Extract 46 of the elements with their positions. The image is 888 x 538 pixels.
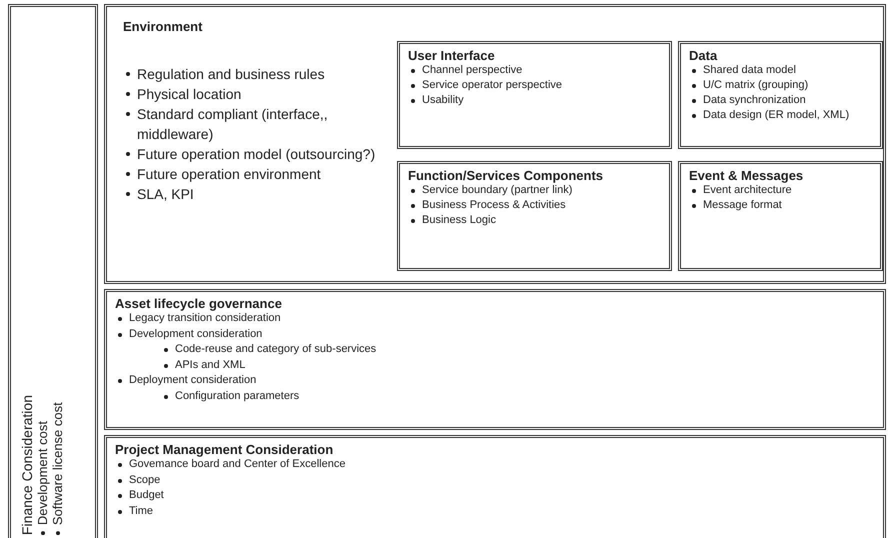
- section-heading: Function/Services Components: [408, 168, 604, 183]
- section-panel: [104, 289, 886, 430]
- bullet-item: U/C matrix (grouping): [703, 79, 808, 91]
- topic-box: [678, 41, 883, 149]
- section-heading: Finance Consideration: [19, 394, 35, 535]
- section-heading: User Interface: [408, 48, 496, 63]
- section-heading: Event & Messages: [689, 168, 804, 183]
- section-panel: [104, 435, 886, 538]
- bullet-item: Budget: [129, 489, 164, 501]
- bullet-item: Development cost: [35, 420, 50, 525]
- bullet-item: Data design (ER model, XML): [703, 109, 850, 121]
- section-panel: [8, 4, 98, 538]
- bullet-item: Govemance board and Center of Excellence: [129, 458, 346, 470]
- bullet-item: Event architecture: [703, 184, 792, 196]
- bullet-item: Software license cost: [50, 402, 65, 525]
- section-heading: Asset lifecycle governance: [115, 296, 283, 311]
- section-heading: Environment: [123, 19, 204, 34]
- bullet-item: Physical location: [137, 86, 242, 102]
- bullet-item: Message format: [703, 199, 782, 211]
- topic-box: [678, 161, 883, 271]
- topic-box: [397, 161, 672, 271]
- bullet-item: Code-reuse and category of sub-services: [175, 343, 376, 355]
- bullet-item: Scope: [129, 474, 160, 486]
- bullet-item: Time: [129, 504, 154, 516]
- section-heading: Data: [689, 48, 718, 63]
- section-panel: [104, 4, 886, 284]
- bullet-item: Data synchronization: [703, 94, 806, 106]
- bullet-item: Development consideration: [129, 328, 262, 340]
- bullet-item: Standard compliant (interface,, middleware): [137, 106, 328, 142]
- bullet-item: Deployment consideration: [129, 374, 256, 386]
- bullet-item: Service operator perspective: [422, 79, 562, 91]
- bullet-item: Business Process & Activities: [422, 199, 566, 211]
- bullet-item: Channel perspective: [422, 64, 522, 76]
- bullet-item: Regulation and business rules: [137, 66, 325, 82]
- bullet-item: APIs and XML: [175, 358, 246, 370]
- section-heading: Project Management Consideration: [115, 442, 334, 457]
- bullet-item: Configuration parameters: [175, 390, 300, 402]
- topic-box: [397, 41, 672, 149]
- bullet-item: Service boundary (partner link): [422, 184, 572, 196]
- bullet-item: Usability: [422, 94, 464, 106]
- bullet-item: Business Logic: [422, 214, 496, 226]
- bullet-item: Shared data model: [703, 64, 796, 76]
- bullet-item: Future operation environment: [137, 166, 321, 182]
- bullet-item: SLA, KPI: [137, 186, 194, 202]
- bullet-item: Legacy transition consideration: [129, 312, 281, 324]
- bullet-item: Future operation model (outsourcing?): [137, 146, 376, 162]
